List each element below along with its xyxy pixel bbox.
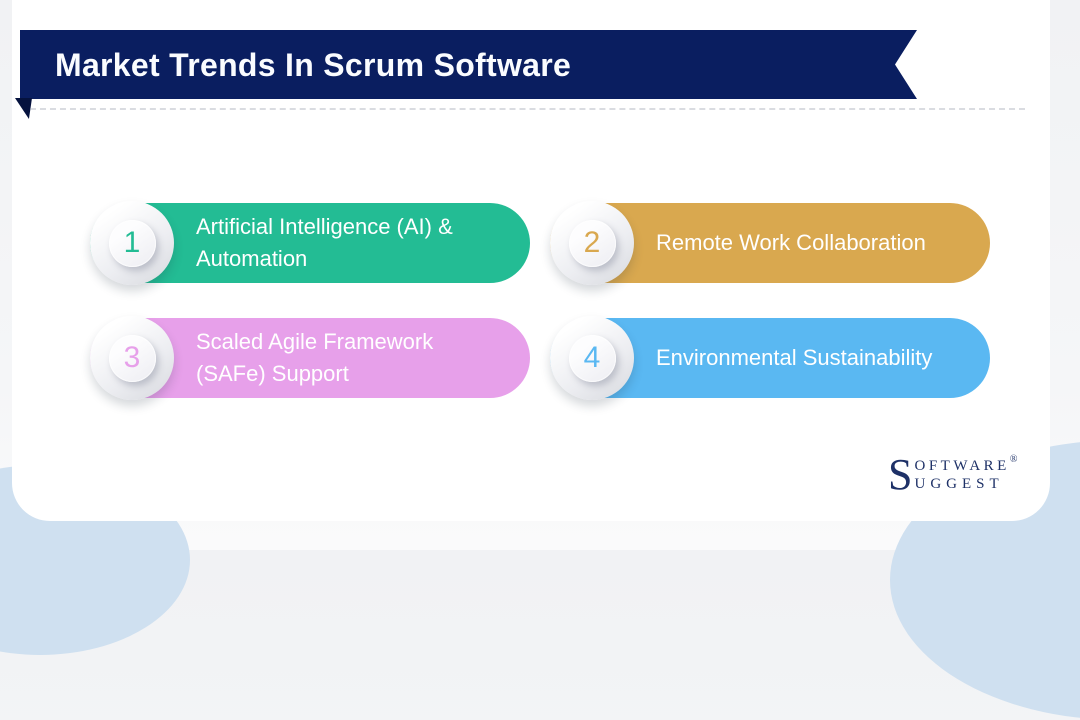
infographic-content: Market Trends In Scrum Software 1 Artifi… [15, 0, 1025, 499]
trend-label: Environmental Sustainability [656, 345, 933, 370]
trend-number-badge: 2 [550, 201, 634, 285]
logo-initial: S [888, 450, 913, 499]
trend-item-1: 1 Artificial Intelligence (AI) & Automat… [90, 201, 530, 285]
registered-trademark-icon: ® [1009, 454, 1018, 465]
trend-item-2: 2 Remote Work Collaboration [550, 201, 990, 285]
trend-item-4: 4 Environmental Sustainability [550, 316, 990, 400]
trend-number-badge: 4 [550, 316, 634, 400]
trend-number: 3 [123, 341, 141, 374]
page-title: Market Trends In Scrum Software [55, 46, 572, 83]
logo-word-bottom: UGGEST [914, 476, 1004, 492]
trend-item-3: 3 Scaled Agile Framework (SAFe) Support [90, 316, 530, 400]
trend-label: Artificial Intelligence (AI) & Automatio… [196, 214, 453, 271]
dashed-divider [30, 108, 1025, 110]
title-ribbon: Market Trends In Scrum Software [20, 30, 917, 99]
trend-label: Scaled Agile Framework (SAFe) Support [196, 329, 434, 386]
trend-number: 1 [123, 226, 141, 259]
softwaresuggest-logo: S OFTWARE ® UGGEST [888, 450, 1018, 499]
trend-number: 2 [583, 226, 601, 259]
trend-label: Remote Work Collaboration [656, 230, 926, 255]
trend-number: 4 [583, 341, 601, 374]
logo-word-top: OFTWARE [914, 458, 1010, 474]
trend-number-badge: 3 [90, 316, 174, 400]
trend-number-badge: 1 [90, 201, 174, 285]
